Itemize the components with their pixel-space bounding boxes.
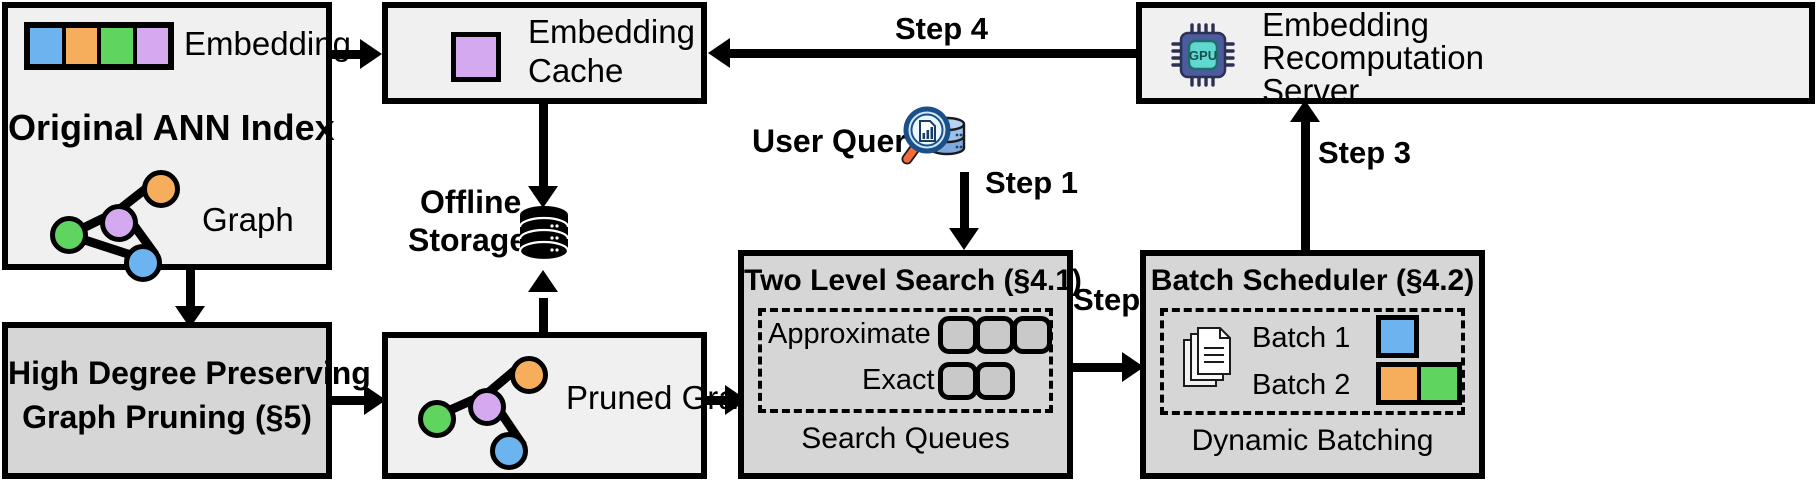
arrow-cache-to-storage-head xyxy=(528,186,558,208)
recomputation-server-line3: Server xyxy=(1262,72,1360,109)
arrow-step2-head xyxy=(1122,352,1144,382)
graph-node-blue xyxy=(124,244,162,282)
arrow-prunedgraph-to-storage-head xyxy=(528,270,558,292)
pruned-graph-box: Pruned Graph xyxy=(382,332,773,479)
arrow-pruning-to-prunedgraph-head xyxy=(364,385,386,415)
documents-icon xyxy=(1180,326,1236,392)
approximate-queue-slot-3 xyxy=(1012,316,1052,354)
embedding-swatch-blue xyxy=(30,28,66,64)
exact-queue-slot-1 xyxy=(938,362,978,400)
arrow-step1-head xyxy=(949,228,979,250)
graph-label: Graph xyxy=(202,201,294,238)
graph-pruning-title-line1: High Degree Preserving xyxy=(8,355,371,391)
arrow-prunedgraph-to-search-shaft xyxy=(707,396,737,405)
arrow-step4-head xyxy=(708,38,730,68)
recomputation-server-box: GPU Embedding Recomputation Server xyxy=(1136,2,1815,109)
embedding-label: Embedding xyxy=(184,25,351,62)
two-level-search-box: Two Level Search (§4.1) Approximate Exac… xyxy=(738,250,1082,479)
arrow-step2-shaft xyxy=(1073,363,1130,372)
original-ann-index-box: Embedding Original ANN Index Graph xyxy=(2,2,351,282)
database-cylinder-icon xyxy=(518,205,570,263)
embedding-swatch-green xyxy=(101,28,137,64)
pruned-node-green xyxy=(418,400,456,438)
recomputation-server-line1: Embedding xyxy=(1262,6,1429,43)
dynamic-batching-footer: Dynamic Batching xyxy=(1191,424,1434,457)
arrow-step1-shaft xyxy=(960,172,969,234)
embedding-cache-box: Embedding Cache xyxy=(382,2,707,104)
batch-scheduler-box: Batch Scheduler (§4.2) Batch 1 Batch 2 xyxy=(1140,250,1485,479)
two-level-search-title: Two Level Search (§4.1) xyxy=(744,264,1082,297)
arrow-ann-to-pruning-shaft xyxy=(186,270,195,312)
batch-scheduler-title: Batch Scheduler (§4.2) xyxy=(1150,264,1475,297)
arrow-cache-to-storage-shaft xyxy=(539,104,548,192)
approximate-queue-slot-1 xyxy=(938,316,978,354)
gpu-chip-icon: GPU xyxy=(1170,22,1236,88)
approximate-queue-slot-2 xyxy=(975,316,1015,354)
graph-pruning-title-line2: Graph Pruning (§5) xyxy=(22,399,312,435)
dynamic-batching-dashed-region: Batch 1 Batch 2 xyxy=(1160,308,1465,415)
exact-label: Exact xyxy=(862,364,935,396)
embedding-cache-label-line2: Cache xyxy=(528,52,624,89)
offline-storage-label-line1: Offline xyxy=(420,184,522,220)
user-query-label: User Query xyxy=(752,123,925,159)
purple-square-icon xyxy=(451,32,501,82)
step4-label: Step 4 xyxy=(895,11,989,46)
graph-node-purple xyxy=(100,204,138,242)
batch-2-swatch-green xyxy=(1421,367,1457,400)
query-search-database-icon xyxy=(900,102,974,168)
recomputation-server-line2: Recomputation xyxy=(1262,39,1484,76)
graph-node-orange xyxy=(142,170,180,208)
original-ann-index-title: Original ANN Index xyxy=(8,107,335,148)
arrow-step3-head xyxy=(1290,100,1320,122)
batch-2-swatch-group xyxy=(1376,362,1462,405)
embedding-cache-label-line1: Embedding xyxy=(528,13,695,50)
pruned-node-orange xyxy=(510,356,548,394)
embedding-swatch-strip xyxy=(24,22,174,70)
pruned-node-purple xyxy=(468,388,506,426)
svg-text:GPU: GPU xyxy=(1189,48,1217,63)
pruned-graph-illustration xyxy=(410,356,550,470)
arrow-ann-to-cache-shaft xyxy=(332,50,366,59)
arrow-prunedgraph-to-storage-shaft xyxy=(539,298,548,334)
graph-node-green xyxy=(50,216,88,254)
batch-2-swatch-orange xyxy=(1381,367,1421,400)
arrow-ann-to-cache-head xyxy=(360,39,382,69)
search-queues-dashed-region: Approximate Exact xyxy=(758,308,1053,413)
batch-1-label: Batch 1 xyxy=(1252,322,1351,354)
embedding-swatch-orange xyxy=(65,28,101,64)
batch-1-swatch-blue xyxy=(1376,315,1419,358)
arrow-step3-shaft xyxy=(1301,122,1310,250)
approximate-label: Approximate xyxy=(768,318,931,350)
pruned-node-blue xyxy=(490,432,528,470)
offline-storage-label-line2: Storage xyxy=(408,222,528,258)
search-queues-footer: Search Queues xyxy=(801,422,1010,455)
exact-queue-slot-2 xyxy=(975,362,1015,400)
arrow-step4-shaft xyxy=(716,49,1140,58)
ann-graph-illustration xyxy=(38,170,180,282)
arrow-pruning-to-prunedgraph-shaft xyxy=(332,396,372,405)
graph-pruning-box: High Degree Preserving Graph Pruning (§5… xyxy=(2,322,371,479)
step3-label: Step 3 xyxy=(1318,135,1412,170)
embedding-swatch-purple xyxy=(136,28,168,64)
step1-label: Step 1 xyxy=(985,165,1079,200)
batch-2-label: Batch 2 xyxy=(1252,369,1351,401)
